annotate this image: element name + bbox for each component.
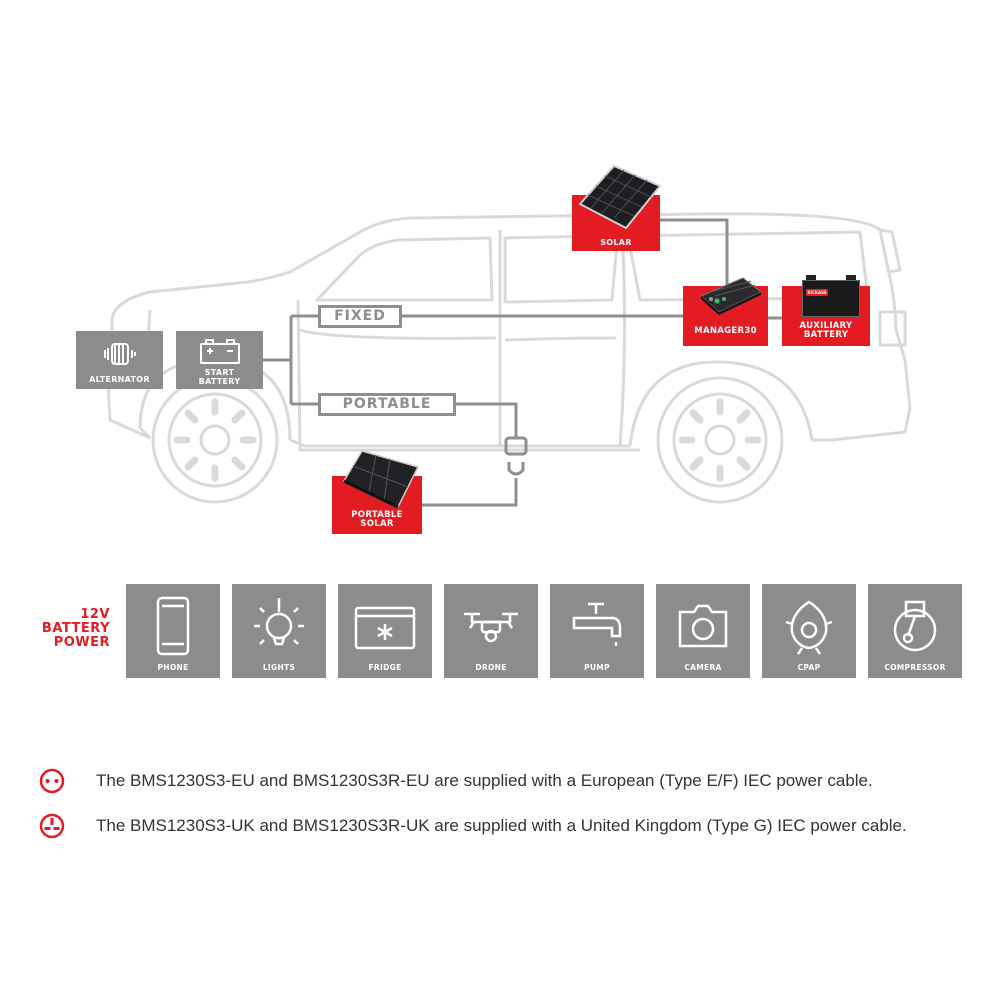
fixed-tag: FIXED [318,305,402,328]
device-label: CPAP [797,663,821,672]
dc-dc-charger-image [700,277,762,315]
alternator-label: ALTERNATOR [89,375,150,384]
device-tile-fridge: FRIDGE [338,584,432,678]
fridge-icon [354,606,416,650]
auxiliary-battery-image: KICKASS [802,275,860,317]
power-title-line-3: POWER [53,635,110,650]
auxiliary-battery-label-1: AUXILIARY [799,321,853,331]
auxiliary-battery-label-2: BATTERY [803,330,849,340]
light-bulb-icon [254,598,304,646]
power-title-line-2: BATTERY [41,621,110,636]
phone-icon [156,596,190,656]
device-tile-phone: PHONE [126,584,220,678]
battery-icon [200,339,240,364]
device-label: FRIDGE [368,663,402,672]
device-tile-pump: PUMP [550,584,644,678]
manager30-label: MANAGER30 [694,326,757,336]
battery-brand-label: KICKASS [806,289,828,296]
camera-icon [678,604,728,648]
device-label: LIGHTS [262,663,296,672]
start-battery-label-2: BATTERY [198,377,241,386]
device-tile-compressor: COMPRESSOR [868,584,962,678]
start-battery-box: START BATTERY [176,331,263,389]
connector-plug-icon [504,436,528,476]
portable-tag: PORTABLE [318,393,456,416]
vehicle-wiring-diagram [106,212,912,507]
device-tile-lights: LIGHTS [232,584,326,678]
portable-solar-label-2: SOLAR [360,519,394,529]
uk-cable-note: The BMS1230S3-UK and BMS1230S3R-UK are s… [96,816,907,835]
device-tile-cpap: CPAP [762,584,856,678]
device-label: COMPRESSOR [884,663,946,672]
device-label: DRONE [475,663,507,672]
cpap-mask-icon [785,600,833,655]
car-wheels [151,376,784,504]
car-outline [106,212,912,452]
alternator-icon [104,343,136,365]
device-tile-camera: CAMERA [656,584,750,678]
wiring-lines [263,218,782,507]
compressor-icon [893,600,937,652]
power-title-line-1: 12V [80,607,110,622]
uk-plug-icon [39,813,65,839]
folding-solar-panel-image [342,450,420,509]
device-tile-drone: DRONE [444,584,538,678]
device-label: CAMERA [684,663,722,672]
drone-icon [464,612,518,643]
tap-icon [572,602,622,646]
solar-panel-image [578,164,662,230]
solar-label: SOLAR [600,238,632,247]
device-label: PUMP [584,663,610,672]
device-label: PHONE [157,663,189,672]
portable-solar-label-1: PORTABLE [351,510,403,520]
eu-plug-icon [39,768,65,794]
eu-cable-note: The BMS1230S3-EU and BMS1230S3R-EU are s… [96,771,873,790]
alternator-box: ALTERNATOR [76,331,163,389]
battery-power-title: 12V BATTERY POWER [42,608,110,650]
start-battery-label-1: START [204,368,235,377]
